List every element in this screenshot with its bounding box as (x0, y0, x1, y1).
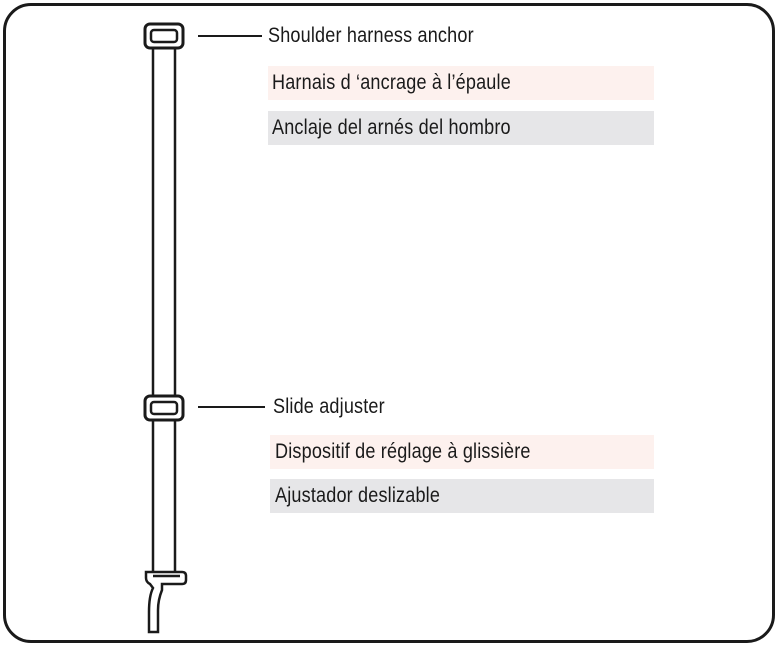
shoulder-anchor-es-band (268, 111, 654, 145)
shoulder-anchor-fr-band (268, 66, 654, 100)
shoulder-anchor-buckle (143, 22, 185, 50)
slide-adjuster-buckle (143, 394, 185, 422)
strap-bottom-hook (144, 570, 188, 634)
slide-adjuster-es-band (270, 479, 654, 513)
shoulder-anchor-label-es: Anclaje del arnés del hombro (272, 116, 511, 139)
shoulder-anchor-label-fr: Harnais d ‘ancrage à l’épaule (272, 71, 511, 94)
strap-body (151, 48, 177, 573)
slide-adjuster-label-es: Ajustador deslizable (275, 484, 441, 507)
slide-adjuster-fr-band (270, 435, 654, 469)
slide-adjuster-label-fr: Dispositif de réglage à glissière (275, 440, 531, 463)
slide-adjuster-label-en: Slide adjuster (273, 395, 385, 418)
diagram-frame (3, 3, 775, 643)
shoulder-anchor-label-en: Shoulder harness anchor (268, 24, 474, 47)
